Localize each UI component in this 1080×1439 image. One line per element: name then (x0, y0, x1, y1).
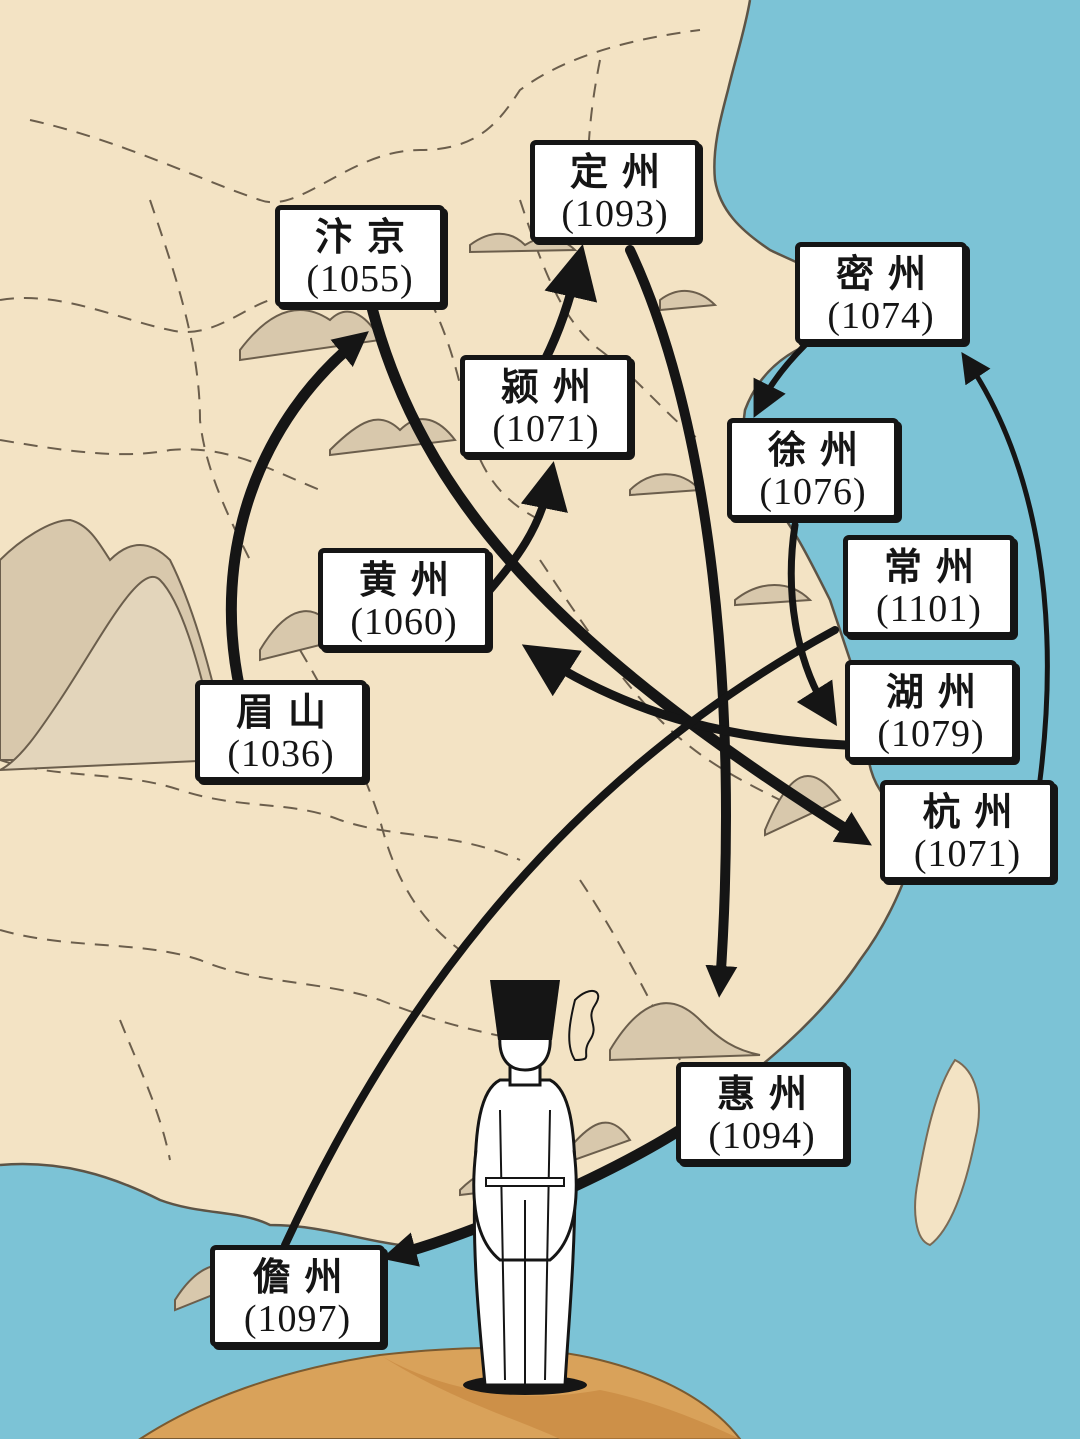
place-year: (1071) (492, 408, 600, 450)
place-year: (1076) (759, 471, 867, 513)
figure-head (498, 1033, 552, 1072)
route-yingzhou-dingzhou (540, 243, 598, 365)
place-huizhou: 惠州 (1094) (676, 1062, 848, 1164)
place-year: (1097) (243, 1298, 352, 1340)
route-bianjing-hangzhou (364, 294, 872, 846)
scroll-doodle (568, 990, 600, 1062)
place-yingzhou: 颍州 (1071) (460, 355, 632, 457)
place-huangzhou: 黄州 (1060) (318, 548, 490, 650)
route-danzhou-changzhou (281, 626, 839, 1249)
route-xuzhou-huzhou (787, 521, 837, 727)
place-dingzhou: 定州 (1093) (530, 140, 700, 242)
place-year: (1060) (350, 601, 458, 643)
place-huzhou: 湖州 (1079) (845, 660, 1017, 762)
place-year: (1101) (876, 588, 982, 630)
place-name: 眉山 (235, 689, 340, 734)
place-name: 惠州 (716, 1071, 821, 1116)
route-mizhou-xuzhou (753, 342, 808, 418)
place-name: 颍州 (500, 364, 605, 409)
place-mizhou: 密州 (1074) (795, 242, 967, 344)
route-dingzhou-huizhou (625, 245, 738, 998)
place-name: 儋州 (252, 1254, 357, 1299)
place-changzhou: 常州 (1101) (843, 535, 1015, 637)
place-hangzhou: 杭州 (1071) (880, 780, 1055, 882)
place-year: (1055) (306, 258, 414, 300)
place-name: 定州 (569, 149, 674, 194)
place-year: (1094) (708, 1115, 816, 1157)
route-meishan-bianjing (225, 331, 369, 696)
taiwan-island (914, 1058, 980, 1247)
su-shi-figure (463, 980, 600, 1395)
place-danzhou: 儋州 (1097) (210, 1245, 385, 1347)
place-name: 杭州 (922, 789, 1027, 834)
place-year: (1079) (877, 713, 985, 755)
place-year: (1036) (227, 733, 335, 775)
place-year: (1093) (561, 193, 669, 235)
place-bianjing: 汴京 (1055) (275, 205, 445, 307)
place-year: (1071) (913, 833, 1022, 875)
place-name: 徐州 (767, 427, 872, 472)
figure-belt (485, 1177, 565, 1187)
figure-hat (490, 980, 560, 1040)
route-huangzhou-yingzhou (486, 461, 568, 594)
route-hangzhou-mizhou (961, 352, 1050, 783)
place-xuzhou: 徐州 (1076) (727, 418, 899, 520)
place-name: 黄州 (358, 557, 463, 602)
place-name: 湖州 (885, 669, 990, 714)
place-meishan: 眉山 (1036) (195, 680, 367, 782)
place-name: 密州 (835, 251, 940, 296)
place-name: 汴京 (314, 214, 419, 259)
place-name: 常州 (883, 544, 988, 589)
place-year: (1074) (827, 295, 935, 337)
cliff-shade (380, 1355, 740, 1439)
